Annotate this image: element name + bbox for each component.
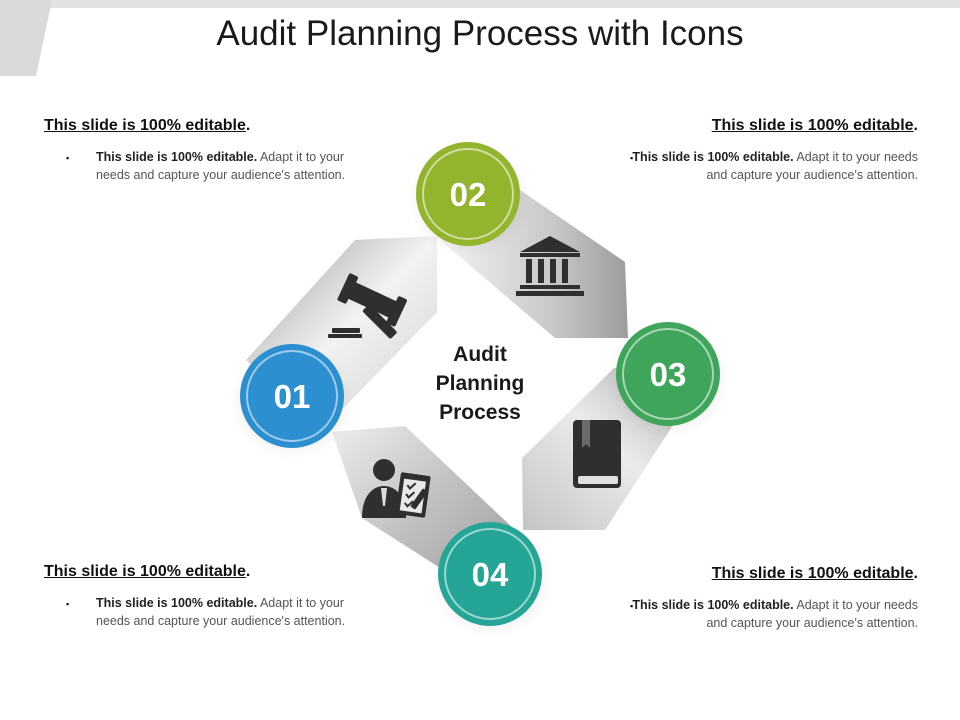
bullet-marker: ▪ bbox=[66, 599, 70, 609]
text-block-top-left: This slide is 100% editable. ▪This slide… bbox=[44, 116, 374, 184]
step-badge-04: 04 bbox=[438, 522, 542, 626]
step-badge-01: 01 bbox=[240, 344, 344, 448]
text-block-body: ▪This slide is 100% editable. Adapt it t… bbox=[66, 150, 346, 182]
text-block-body: ▪This slide is 100% editable. Adapt it t… bbox=[66, 596, 346, 628]
text-block-bottom-left: This slide is 100% editable. ▪This slide… bbox=[44, 562, 374, 630]
step-number-04: 04 bbox=[472, 556, 509, 593]
header-band bbox=[0, 0, 960, 76]
step-badge-02: 02 bbox=[416, 142, 520, 246]
step-number-03: 03 bbox=[650, 356, 687, 393]
text-block-heading: This slide is 100% editable. bbox=[711, 117, 918, 134]
text-block-body: ▪This slide is 100% editable. Adapt it t… bbox=[630, 150, 918, 182]
step-number-02: 02 bbox=[450, 176, 487, 213]
center-label-line-1: Audit bbox=[453, 343, 507, 366]
book-icon bbox=[573, 420, 621, 488]
gavel-icon bbox=[328, 273, 407, 339]
center-label-line-3: Process bbox=[439, 401, 521, 424]
text-block-bottom-right: This slide is 100% editable. ▪This slide… bbox=[586, 564, 918, 632]
bullet-marker: ▪ bbox=[630, 153, 634, 163]
text-block-heading: This slide is 100% editable. bbox=[44, 117, 251, 134]
center-label: Audit Planning Process bbox=[405, 340, 555, 427]
step-badge-03: 03 bbox=[616, 322, 720, 426]
bullet-marker: ▪ bbox=[66, 153, 70, 163]
bullet-marker: ▪ bbox=[630, 601, 634, 611]
step-number-01: 01 bbox=[274, 378, 311, 415]
page-title: Audit Planning Process with Icons bbox=[216, 14, 744, 53]
text-block-heading: This slide is 100% editable. bbox=[711, 565, 918, 582]
auditor-clipboard-icon bbox=[362, 459, 431, 518]
center-label-line-2: Planning bbox=[435, 372, 525, 395]
text-block-heading: This slide is 100% editable. bbox=[44, 563, 251, 580]
text-block-top-right: This slide is 100% editable. ▪This slide… bbox=[586, 116, 918, 184]
text-block-body: ▪This slide is 100% editable. Adapt it t… bbox=[630, 598, 918, 630]
bank-icon bbox=[516, 236, 584, 296]
